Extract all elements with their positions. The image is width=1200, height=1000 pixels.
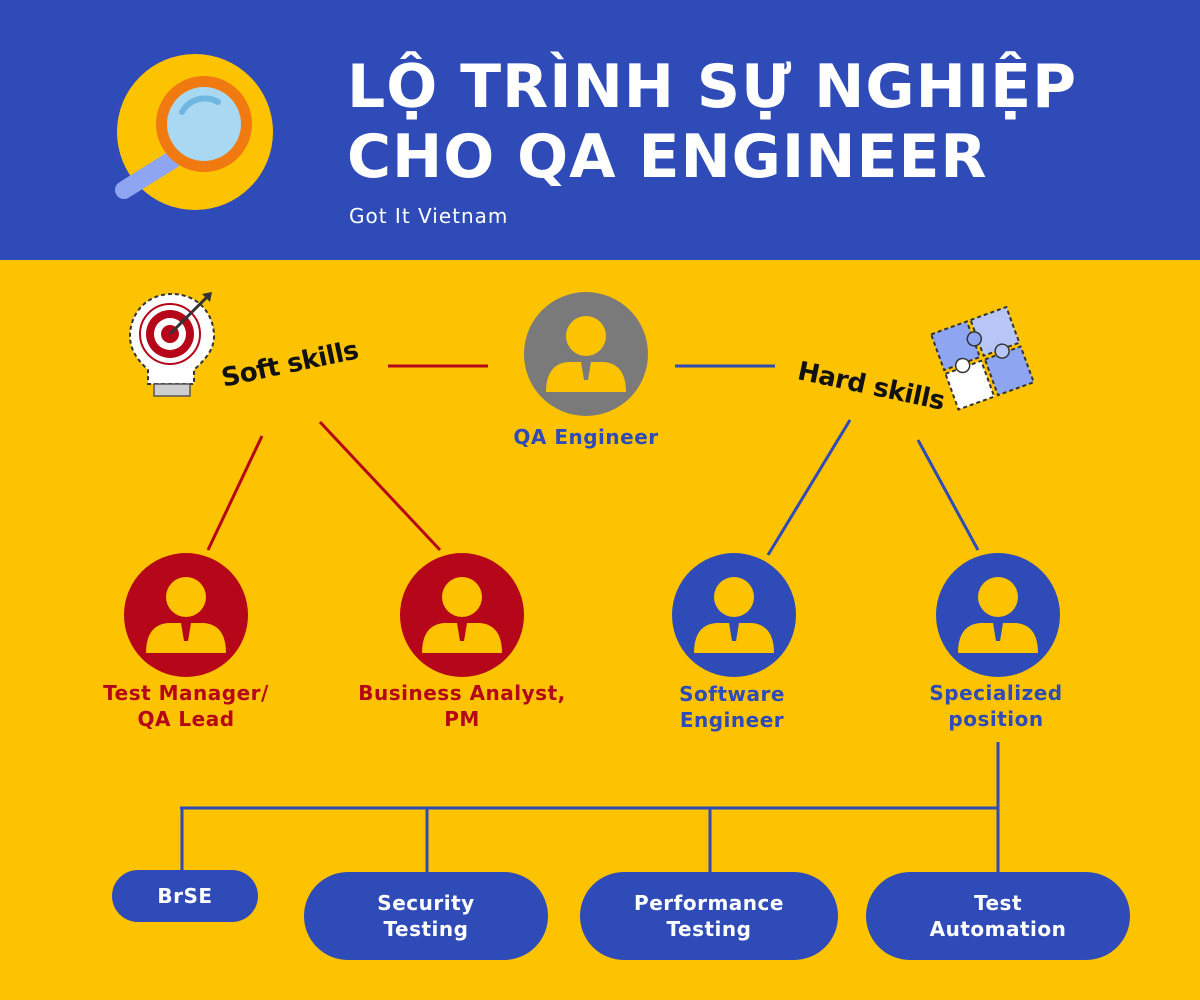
test-manager-person-icon (124, 553, 248, 677)
pill-performance-testing: Performance Testing (580, 872, 838, 960)
target-bulb-icon (124, 288, 220, 404)
magnifier-icon (100, 50, 290, 220)
pill-brse: BrSE (112, 870, 258, 922)
software-engineer-person-icon (672, 553, 796, 677)
puzzle-icon (928, 302, 1038, 416)
specialized-position-person-icon (936, 553, 1060, 677)
pill-security-testing: Security Testing (304, 872, 548, 960)
pill-test-automation: Test Automation (866, 872, 1130, 960)
page-title: LỘ TRÌNH SỰ NGHIỆP CHO QA ENGINEER (347, 52, 1077, 192)
role-label-specialized-position: Specialized position (929, 681, 1063, 731)
qa-engineer-label-text: QA Engineer (513, 425, 659, 449)
page-subtitle: Got It Vietnam (349, 204, 509, 228)
role-label-test-manager: Test Manager/ QA Lead (103, 681, 269, 731)
qa-engineer-person-icon (524, 292, 648, 416)
title-line-1: LỘ TRÌNH SỰ NGHIỆP (347, 52, 1078, 122)
role-label-business-analyst: Business Analyst, PM (358, 681, 566, 731)
qa-engineer-label: QA Engineer (486, 424, 686, 450)
title-line-2: CHO QA ENGINEER (347, 122, 988, 192)
business-analyst-person-icon (400, 553, 524, 677)
role-label-software-engineer: Software Engineer (679, 682, 785, 732)
